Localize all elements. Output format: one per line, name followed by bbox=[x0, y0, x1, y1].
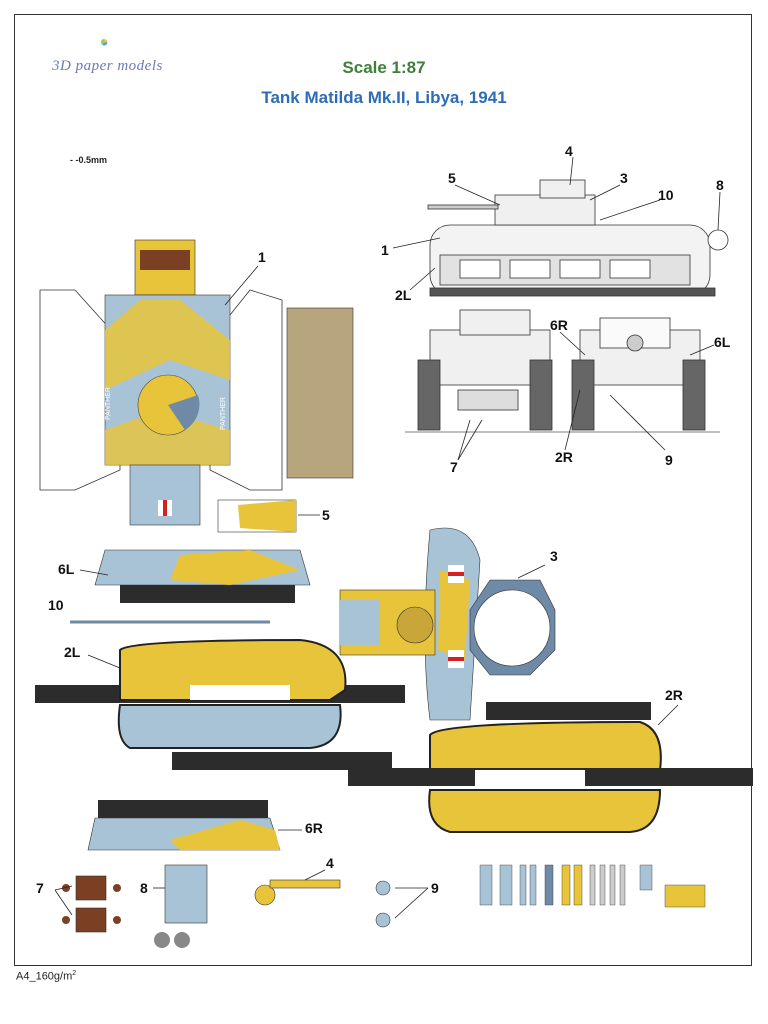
label-part-10: 10 bbox=[48, 597, 64, 613]
hull-stencil-right: PANTHER bbox=[220, 397, 227, 430]
scale-heading: Scale 1:87 bbox=[342, 58, 426, 77]
brand-logo-text: 3D paper models bbox=[52, 58, 163, 74]
label-part-8: 8 bbox=[140, 880, 148, 896]
part-5-gun-barrel bbox=[217, 499, 297, 533]
paper-spec-text: A4_160g/m bbox=[16, 970, 73, 983]
paper-spec-sup: 2 bbox=[72, 970, 77, 977]
model-title: Tank Matilda Mk.II, Libya, 1941 bbox=[261, 88, 507, 107]
part-7-stowage-boxes bbox=[62, 875, 121, 933]
label-part-2L-view: 2L bbox=[395, 287, 412, 303]
logo-icon bbox=[100, 38, 108, 46]
part-1-hull-net: PANTHER PANTHER bbox=[39, 239, 283, 526]
print-sheet-border bbox=[14, 14, 752, 966]
label-part-9-view: 9 bbox=[665, 452, 673, 468]
side-view-illustration bbox=[427, 179, 729, 297]
part-leader-lines bbox=[54, 265, 679, 919]
label-part-6R: 6R bbox=[305, 820, 323, 836]
label-part-2R-view: 2R bbox=[555, 449, 573, 465]
base-plate-khaki bbox=[286, 307, 354, 479]
label-part-3: 3 bbox=[550, 548, 558, 564]
label-part-2L: 2L bbox=[64, 644, 81, 660]
small-parts-strips bbox=[479, 864, 706, 908]
label-part-4: 4 bbox=[326, 855, 334, 871]
hull-stencil-left: PANTHER bbox=[105, 387, 112, 420]
label-part-1-view: 1 bbox=[381, 242, 389, 258]
part-6R-side-skirt bbox=[87, 800, 281, 851]
part-2R-track-assembly bbox=[348, 702, 753, 833]
part-9-wheels bbox=[375, 880, 391, 928]
front-view-illustration bbox=[417, 309, 553, 431]
label-part-6L: 6L bbox=[58, 561, 75, 577]
label-part-3-view: 3 bbox=[620, 170, 628, 186]
label-part-6R-view: 6R bbox=[550, 317, 568, 333]
label-part-2R: 2R bbox=[665, 687, 683, 703]
label-part-6L-view: 6L bbox=[714, 334, 731, 350]
label-part-1: 1 bbox=[258, 249, 266, 265]
label-part-8-view: 8 bbox=[716, 177, 724, 193]
part-8-rear-plate bbox=[154, 864, 208, 948]
label-part-10-view: 10 bbox=[658, 187, 674, 203]
part-4-cupola bbox=[254, 879, 341, 906]
glue-tab-note: - -0.5mm bbox=[70, 155, 108, 165]
part-6L-side-skirt bbox=[94, 549, 311, 603]
label-part-5-view: 5 bbox=[448, 170, 456, 186]
label-part-5: 5 bbox=[322, 507, 330, 523]
rear-view-illustration bbox=[571, 317, 706, 431]
part-2L-track-assembly bbox=[35, 638, 405, 770]
paper-spec: A4_160g/m2 bbox=[16, 970, 76, 983]
label-part-9: 9 bbox=[431, 880, 439, 896]
label-part-4-view: 4 bbox=[565, 143, 573, 159]
part-3-turret bbox=[339, 527, 556, 721]
view-leader-lines bbox=[392, 156, 721, 461]
label-part-7-view: 7 bbox=[450, 459, 458, 475]
label-part-7: 7 bbox=[36, 880, 44, 896]
